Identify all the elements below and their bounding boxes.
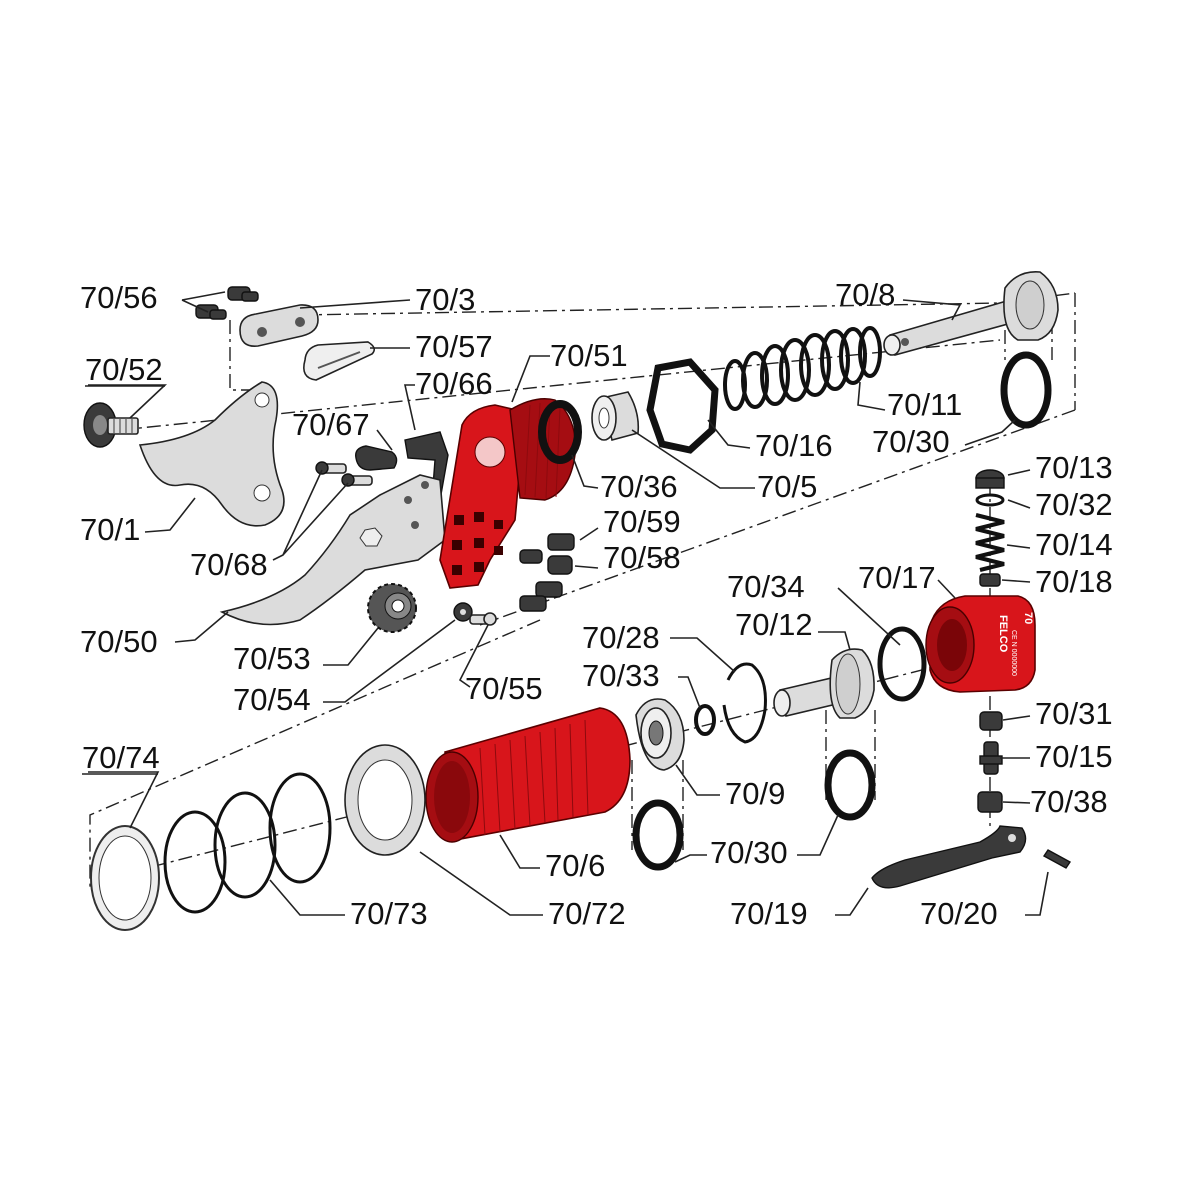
label-70-54: 70/54	[233, 682, 311, 717]
rod-70-8	[883, 271, 1059, 356]
label-70-53: 70/53	[233, 641, 311, 676]
label-70-30-top: 70/30	[872, 424, 950, 459]
label-70-3: 70/3	[415, 282, 475, 317]
upper-frame-diagonal	[479, 409, 1076, 626]
label-70-38: 70/38	[1030, 784, 1108, 819]
label-70-16: 70/16	[755, 428, 833, 463]
washer-70-74	[90, 825, 160, 931]
label-70-11: 70/11	[887, 387, 962, 422]
part-labels: 70/56 70/3 70/8 70/57 70/52 70/51 70/66 …	[80, 277, 1113, 931]
seat-70-18	[979, 573, 1001, 587]
label-70-73: 70/73	[350, 896, 428, 931]
ring-70-33	[694, 704, 716, 736]
label-70-12: 70/12	[735, 607, 813, 642]
nut-70-54	[453, 602, 473, 622]
screws-70-68	[315, 461, 373, 487]
label-70-1: 70/1	[80, 512, 140, 547]
trigger-70-19	[871, 825, 1027, 889]
anvil-blade-70-1	[138, 381, 285, 527]
label-70-33: 70/33	[582, 658, 660, 693]
spring-70-73	[163, 772, 332, 914]
label-70-66: 70/66	[415, 366, 493, 401]
circlip-70-28	[722, 662, 767, 744]
leader-lines	[88, 291, 1049, 916]
label-70-19: 70/19	[730, 896, 808, 931]
label-70-6: 70/6	[545, 848, 605, 883]
screws-70-58	[519, 555, 573, 612]
spring-70-14	[975, 513, 1005, 572]
screws-70-59	[519, 533, 575, 564]
o-ring-70-30-mid-left	[632, 799, 684, 871]
label-70-51: 70/51	[550, 338, 628, 373]
label-70-67: 70/67	[292, 407, 370, 442]
label-70-14: 70/14	[1035, 527, 1113, 562]
label-70-52: 70/52	[85, 352, 163, 387]
o-ring-70-30-top	[1000, 351, 1052, 429]
body-brand-text: FELCO	[997, 615, 1009, 653]
o-ring-70-32	[975, 493, 1005, 507]
bushing-70-5	[591, 391, 640, 441]
label-70-32: 70/32	[1035, 487, 1113, 522]
link-plate-70-3	[239, 304, 319, 347]
bushing-70-31	[979, 711, 1003, 731]
ring-70-72	[344, 744, 426, 856]
label-70-28: 70/28	[582, 620, 660, 655]
piston-cap-70-9	[635, 698, 685, 771]
body-model-text: 70	[1022, 612, 1034, 624]
label-70-72: 70/72	[548, 896, 626, 931]
label-70-30-mid: 70/30	[710, 835, 788, 870]
label-underlines	[82, 385, 165, 775]
nut-70-16	[646, 358, 719, 454]
bushing-70-38	[977, 791, 1003, 813]
label-70-56: 70/56	[80, 280, 158, 315]
label-70-57: 70/57	[415, 329, 493, 364]
cylinder-70-6	[425, 707, 631, 843]
label-70-5: 70/5	[757, 469, 817, 504]
label-70-36: 70/36	[600, 469, 678, 504]
piston-70-12	[773, 648, 875, 719]
label-70-9: 70/9	[725, 776, 785, 811]
label-70-13: 70/13	[1035, 450, 1113, 485]
clip-70-57	[303, 341, 376, 381]
label-70-58: 70/58	[603, 540, 681, 575]
plate-70-67	[355, 445, 398, 471]
pivot-bolt-70-52	[83, 402, 139, 448]
bolts-70-56	[195, 286, 259, 320]
ring-70-36	[538, 400, 582, 464]
label-70-50: 70/50	[80, 624, 158, 659]
label-70-74: 70/74	[82, 740, 160, 775]
label-70-68: 70/68	[190, 547, 268, 582]
lower-frame-diagonal	[89, 619, 541, 890]
label-70-20: 70/20	[920, 896, 998, 931]
pin-70-20	[1042, 849, 1072, 869]
label-70-8: 70/8	[835, 277, 895, 312]
label-70-59: 70/59	[603, 504, 681, 539]
label-70-55: 70/55	[465, 671, 543, 706]
pin-70-15	[979, 741, 1003, 775]
cutting-blade-70-50	[219, 474, 446, 626]
o-ring-70-30-mid-right	[824, 749, 876, 821]
spring-70-11	[723, 326, 882, 411]
label-70-15: 70/15	[1035, 739, 1113, 774]
label-70-34: 70/34	[727, 569, 805, 604]
label-70-17: 70/17	[858, 560, 936, 595]
screw-70-55	[469, 612, 497, 626]
gear-nut-70-53	[367, 583, 417, 633]
o-ring-70-34	[877, 626, 927, 702]
body-fine-print: CE N 0000000	[1010, 630, 1017, 676]
plug-70-13	[975, 469, 1005, 489]
label-70-31: 70/31	[1035, 696, 1113, 731]
label-70-18: 70/18	[1035, 564, 1113, 599]
head-body-70-17: FELCO 70 CE N 0000000	[925, 595, 1036, 693]
